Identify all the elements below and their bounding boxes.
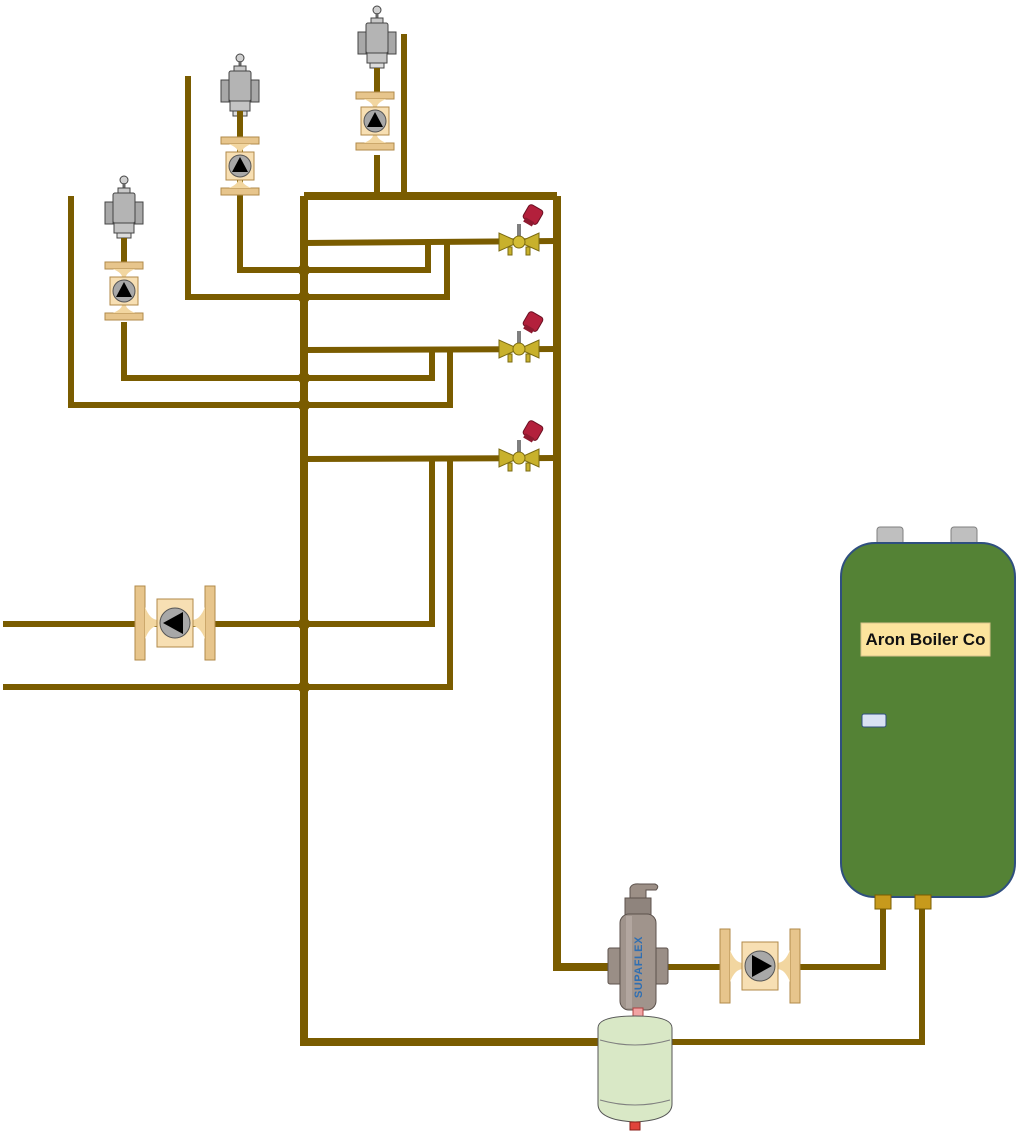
branch-c-loop-1: [3, 459, 435, 627]
air-dirt-separator-icon[interactable]: SUPAFLEX: [607, 883, 669, 1011]
zone-valve-icon[interactable]: [220, 53, 260, 117]
boiler-bottom-connection: [914, 894, 932, 910]
zone-1-pump-icon[interactable]: [355, 91, 395, 151]
expansion-tank-icon[interactable]: [597, 1015, 673, 1131]
boiler-bottom-connection: [874, 894, 892, 910]
zone-2-pump-icon[interactable]: [220, 136, 260, 196]
boiler-return-pipe: [672, 905, 925, 1045]
branch-b-loop-2: [68, 196, 453, 408]
boiler-label-box: [860, 622, 991, 657]
branch-pump-icon[interactable]: [134, 585, 216, 661]
balancing-valve-icon[interactable]: [498, 203, 545, 256]
balancing-valve-icon[interactable]: [498, 310, 545, 363]
zone-valve-icon[interactable]: [357, 5, 397, 69]
boiler-indicator-light: [861, 713, 887, 728]
branch-b-loop-1: [121, 322, 435, 381]
return-riser-pipe: [300, 196, 598, 1046]
separator-brand-text: SUPAFLEX: [633, 936, 645, 998]
piping: [3, 34, 925, 1046]
boiler-pump-icon[interactable]: [719, 928, 801, 1004]
balancing-valve-icon[interactable]: [498, 419, 545, 472]
branch-a-loop-2: [185, 76, 450, 300]
boiler-label: Aron Boiler Co: [866, 630, 986, 649]
supply-riser-pipe: [553, 196, 612, 971]
zone-3-pump-icon[interactable]: [104, 261, 144, 321]
boiler-supply-pipe-2: [798, 905, 886, 970]
branch-c-loop-2: [3, 459, 453, 690]
zone-valve-icon[interactable]: [104, 175, 144, 239]
boiler[interactable]: Aron Boiler Co: [840, 526, 1016, 910]
branch-a-loop-1: [237, 140, 431, 273]
